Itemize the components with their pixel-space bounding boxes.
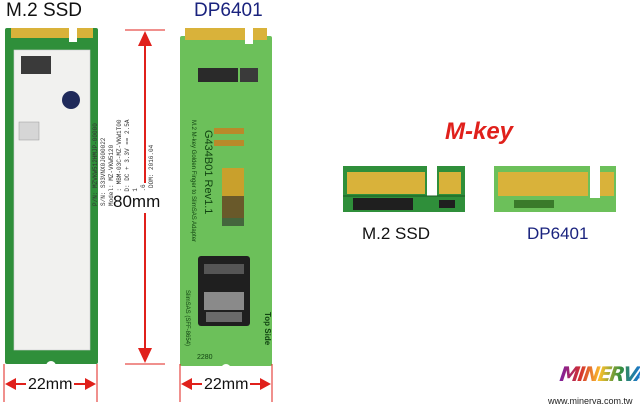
ssd-sticker: P/N: MZVKW512HMJP-00000 S/N: S33VNX0J600… bbox=[14, 56, 155, 356]
sticker-line: Model: MZ-VKW5120 bbox=[108, 144, 115, 206]
width-label-right: 22mm bbox=[202, 376, 251, 394]
dp6401-connector-closeup bbox=[494, 166, 616, 212]
sticker-line: S/N: S33VNX0J600022 bbox=[100, 137, 107, 206]
m-key-title: M-key bbox=[445, 118, 514, 145]
dp-revision-text: G434B01 Rev1.1 bbox=[202, 130, 214, 215]
sticker-line: MZVP: MBM-03C-MZ-VKW1T00 bbox=[116, 119, 123, 206]
ssd-top-label: M.2 SSD bbox=[6, 0, 83, 21]
ssd-connector-closeup bbox=[343, 166, 465, 212]
dp-description-text: M.2 M-key Golden Finger to SlimSAS Adapt… bbox=[190, 120, 196, 243]
length-dimension-arrow bbox=[125, 29, 165, 365]
website-text: www.minerva.com.tw bbox=[548, 396, 633, 406]
length-label: 80mm bbox=[113, 192, 161, 212]
dp6401-closeup-label: DP6401 bbox=[527, 224, 589, 243]
dp-top-side-label: Top Side bbox=[263, 312, 272, 346]
dp-connector-label: SlimSAS (SFF-8654) bbox=[184, 290, 190, 347]
sticker-line: P/N: MZVKW512HMJP-00000 bbox=[92, 123, 99, 206]
dp-2280-label: 2280 bbox=[197, 354, 213, 361]
m2-ssd-board bbox=[5, 28, 98, 371]
dp-vertical-text-wrap: G434B01 Rev1.1 M.2 M-key Golden Finger t… bbox=[190, 80, 226, 340]
brand-wordmark: MINERVA bbox=[558, 362, 640, 386]
dp6401-top-label: DP6401 bbox=[194, 0, 263, 21]
dp-gold-fingers bbox=[185, 28, 267, 44]
ssd-closeup-label: M.2 SSD bbox=[362, 224, 431, 243]
width-label-left: 22mm bbox=[26, 376, 75, 394]
ssd-gold-fingers bbox=[11, 28, 93, 42]
dp6401-board bbox=[180, 28, 272, 374]
minerva-logo: MINERVA bbox=[558, 362, 640, 392]
